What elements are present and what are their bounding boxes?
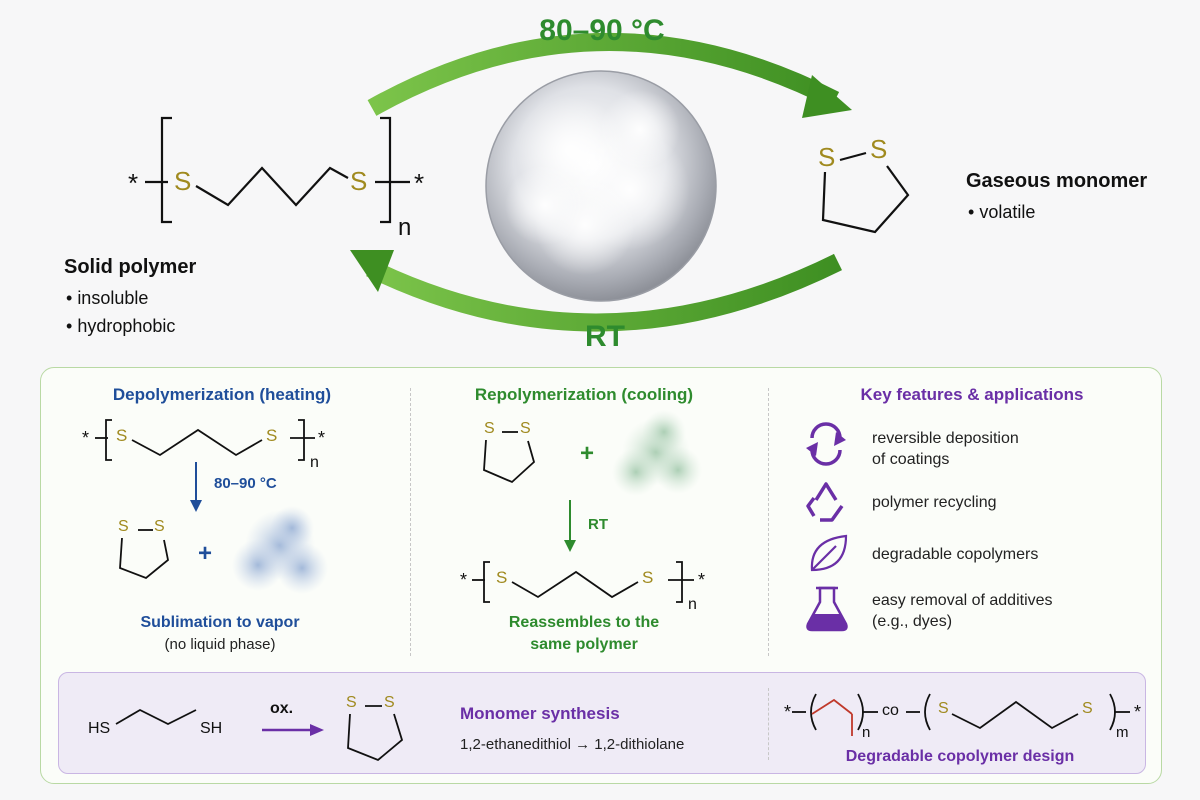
recycle-icon — [806, 482, 844, 522]
repoly-end-left: * — [460, 570, 468, 590]
feature-1-line1: reversible deposition — [872, 430, 1019, 447]
cooling-arrow — [350, 250, 842, 332]
feature-3-line1: degradable copolymers — [872, 546, 1039, 563]
repoly-monomer-s2: S — [520, 420, 531, 437]
feature-4-line2: (e.g., dyes) — [872, 613, 953, 630]
repoly-monomer-s1: S — [484, 420, 495, 437]
depoly-n: n — [310, 454, 319, 471]
polymer-prop-2: • hydrophobic — [66, 316, 176, 336]
synthesis-title: Monomer synthesis — [460, 704, 620, 723]
heating-condition: 80–90 °C — [539, 14, 665, 47]
feature-1-line2: of coatings — [872, 451, 950, 468]
copolymer-structure — [792, 693, 1130, 736]
divider-right — [768, 388, 769, 656]
green-vapor-cloud — [612, 410, 702, 496]
depoly-title: Depolymerization (heating) — [112, 385, 332, 404]
repoly-caption-1: Reassembles to the — [508, 614, 660, 631]
cooling-condition: RT — [585, 320, 625, 353]
copolymer-title: Degradable copolymer design — [845, 748, 1075, 765]
polymer-end-left: * — [128, 168, 139, 198]
sulfur-right: S — [350, 166, 368, 196]
copoly-s-right: S — [1082, 700, 1093, 717]
repoly-s-left: S — [496, 568, 508, 587]
reagent-sh-right: SH — [200, 720, 223, 737]
sulfur-left: S — [174, 166, 192, 196]
depoly-end-left: * — [82, 428, 90, 448]
copoly-s-left: S — [938, 700, 949, 717]
synthesis-s1: S — [346, 694, 357, 711]
depoly-s-left: S — [116, 426, 128, 445]
dithiolane-synthesis — [347, 705, 404, 762]
depoly-subcaption: (no liquid phase) — [164, 636, 276, 653]
oxidant-label: ox. — [270, 700, 294, 717]
vapor-sphere — [485, 70, 717, 302]
polymer-structure-depoly — [95, 419, 315, 461]
synthesis-equation: 1,2-ethanedithiol → 1,2-dithiolane — [460, 736, 685, 753]
feature-item-2: polymer recycling — [872, 492, 996, 513]
polymer-title: Solid polymer — [64, 256, 197, 278]
repoly-plus: + — [580, 440, 595, 467]
copoly-m: m — [1116, 724, 1129, 741]
dithiolane-repoly — [483, 431, 536, 484]
leaf-icon — [810, 534, 848, 572]
repoly-end-right: * — [698, 570, 706, 590]
synthesis-s2: S — [384, 694, 395, 711]
depoly-end-right: * — [318, 428, 326, 448]
ethanedithiol-structure — [115, 708, 197, 726]
monomer-sulfur-left: S — [818, 142, 836, 172]
depoly-caption: Sublimation to vapor — [140, 614, 300, 631]
polymer-structure-repoly — [472, 561, 694, 603]
copoly-n: n — [862, 724, 871, 741]
repoly-condition: RT — [588, 516, 608, 533]
depoly-monomer-s1: S — [118, 518, 129, 535]
feature-2-line1: polymer recycling — [872, 494, 997, 511]
divider-left — [410, 388, 411, 656]
synthesis-panel — [58, 672, 1146, 774]
blue-vapor-cloud — [232, 506, 328, 594]
heating-arrow — [367, 32, 852, 118]
depoly-plus: + — [198, 540, 213, 567]
reagent-hs-left: HS — [88, 720, 111, 737]
polymer-end-right: * — [414, 168, 425, 198]
polymer-prop-1: • insoluble — [66, 288, 149, 308]
repoly-n: n — [688, 596, 697, 613]
repeat-index: n — [398, 214, 412, 241]
divider-bottom — [768, 688, 769, 760]
repoly-caption-2: same polymer — [530, 636, 638, 653]
copoly-end-left: * — [784, 702, 792, 722]
copoly-end-right: * — [1134, 702, 1142, 722]
depoly-condition: 80–90 °C — [214, 475, 277, 492]
dithiolane-top — [821, 151, 910, 234]
repoly-s-right: S — [642, 568, 654, 587]
feature-item-3: degradable copolymers — [872, 544, 1038, 565]
feature-item-4: easy removal of additives (e.g., dyes) — [872, 590, 1053, 632]
polymer-structure-top — [145, 116, 410, 224]
monomer-prop-1: • volatile — [968, 202, 1036, 222]
feature-item-1: reversible deposition of coatings — [872, 428, 1019, 470]
reversible-arrows-icon — [806, 422, 846, 466]
dithiolane-depoly — [119, 529, 169, 580]
copoly-co: co — [882, 702, 899, 719]
feature-4-line1: easy removal of additives — [872, 592, 1053, 609]
features-title: Key features & applications — [860, 385, 1084, 404]
repoly-title: Repolymerization (cooling) — [474, 385, 694, 404]
monomer-sulfur-right: S — [870, 134, 888, 164]
monomer-title: Gaseous monomer — [966, 170, 1148, 192]
depoly-s-right: S — [266, 426, 278, 445]
depoly-monomer-s2: S — [154, 518, 165, 535]
flask-icon — [806, 586, 848, 632]
